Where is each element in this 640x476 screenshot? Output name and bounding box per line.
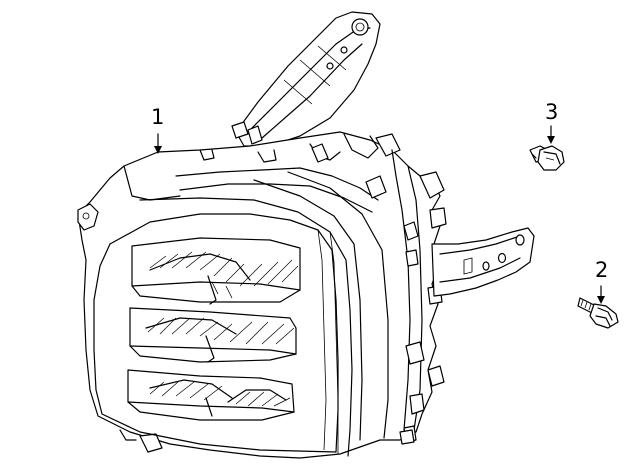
clip-part[interactable] xyxy=(529,125,565,171)
mounting-arm xyxy=(231,11,381,147)
lamp-lens xyxy=(93,171,389,457)
bolt-part[interactable] xyxy=(577,285,619,329)
callout-3: 3 xyxy=(545,100,559,124)
leader-line-3 xyxy=(547,125,555,144)
middle-light-element xyxy=(129,307,297,363)
callout-1: 1 xyxy=(151,105,165,129)
leader-line-1 xyxy=(154,133,162,154)
lower-light-element xyxy=(127,369,295,421)
callout-2: 2 xyxy=(595,258,609,282)
upper-light-element xyxy=(131,237,301,305)
headlamp-assembly[interactable] xyxy=(77,11,535,459)
leader-line-2 xyxy=(597,285,605,304)
